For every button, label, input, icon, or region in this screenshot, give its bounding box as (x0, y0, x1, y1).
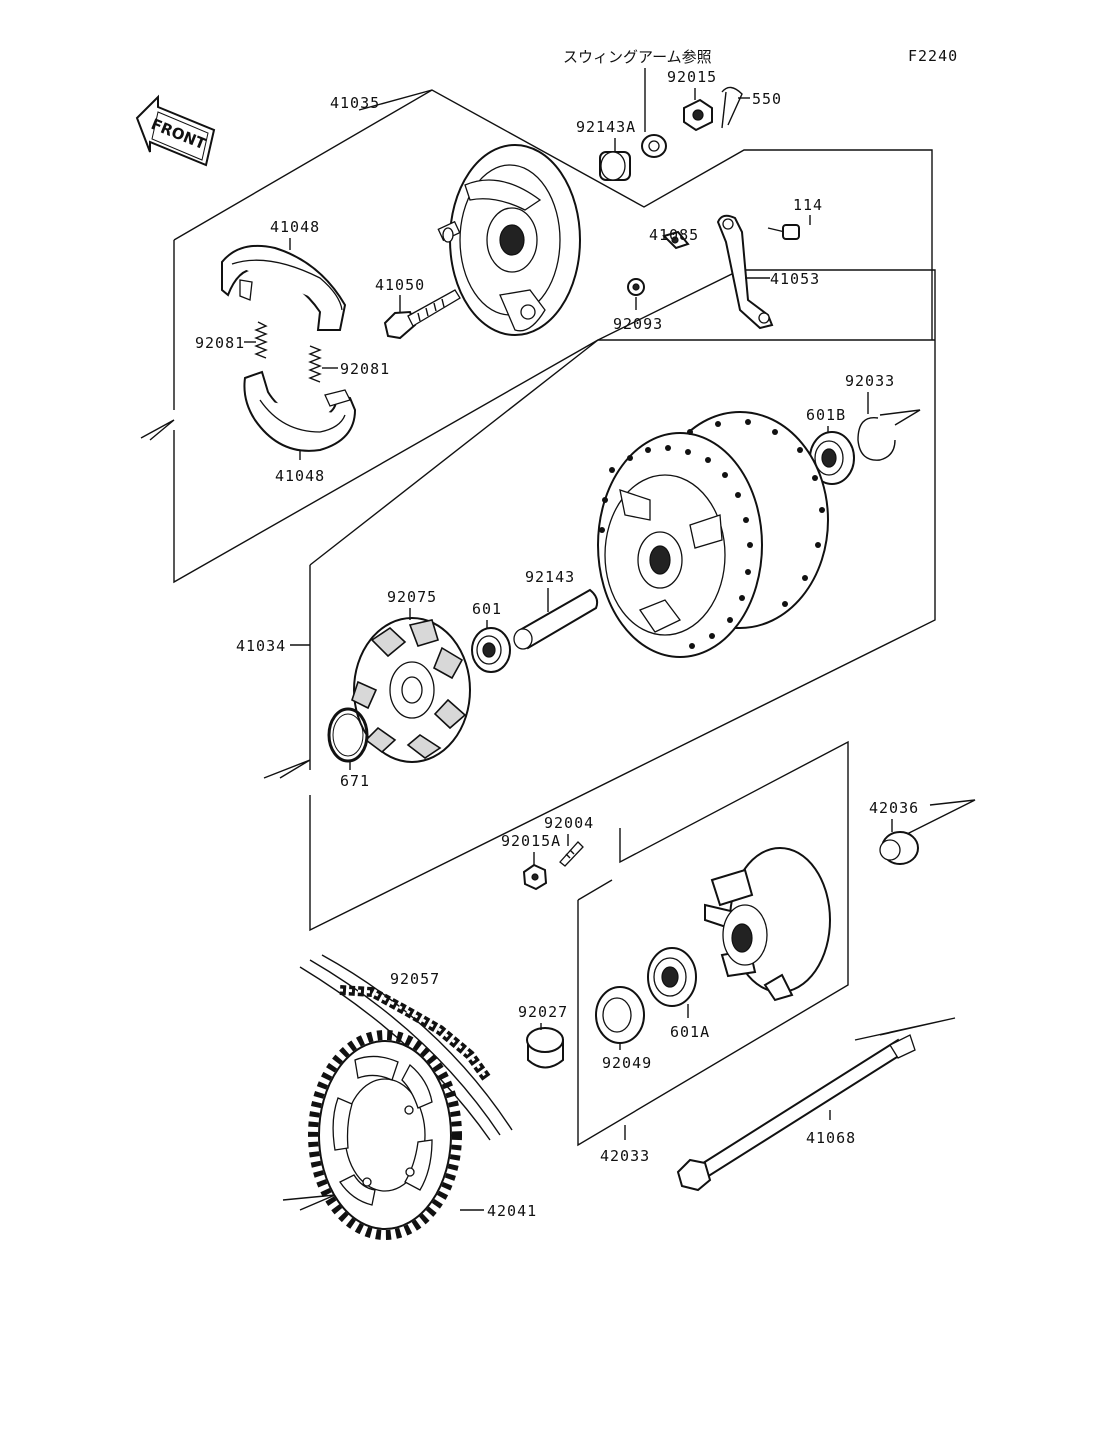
lever-41053 (716, 214, 774, 330)
label-42033: 42033 (600, 1147, 650, 1165)
leader-line (358, 89, 433, 111)
label-92143: 92143 (525, 568, 575, 586)
washer-92093 (627, 278, 645, 296)
oil-seal-92049 (595, 986, 645, 1044)
o-ring-671 (327, 707, 369, 763)
group-outlines (140, 89, 976, 1211)
label-41034: 41034 (236, 637, 286, 655)
figure-id: F2240 (908, 47, 958, 65)
bearing-601A (647, 947, 697, 1007)
front-arrow-icon: FRONT (135, 94, 216, 167)
label-92033: 92033 (845, 372, 895, 390)
label-671: 671 (340, 772, 370, 790)
spacer-92143 (513, 588, 599, 650)
label-41035: 41035 (330, 94, 380, 112)
stud-92004 (559, 841, 584, 867)
label-41050: 41050 (375, 276, 425, 294)
label-41053: 41053 (770, 270, 820, 288)
sprocket-coupling (704, 847, 831, 1002)
label-92075: 92075 (387, 588, 437, 606)
label-601: 601 (472, 600, 502, 618)
label-92015A: 92015A (501, 832, 561, 850)
label-41085: 41085 (649, 226, 699, 244)
label-41048-bottom: 41048 (275, 467, 325, 485)
plate-41085 (662, 230, 690, 250)
cotter-pin-550 (721, 86, 743, 129)
bearing-601B (809, 431, 855, 485)
label-114: 114 (793, 196, 823, 214)
label-92081-right: 92081 (340, 360, 390, 378)
label-601A: 601A (670, 1023, 710, 1041)
label-550: 550 (752, 90, 782, 108)
collar-92143A (599, 151, 631, 181)
washer (641, 134, 667, 158)
collar-92027 (526, 1027, 564, 1069)
swingarm-reference-note: スウィングアーム参照 (563, 48, 712, 66)
brake-panel-41035 (437, 144, 581, 336)
label-42036: 42036 (869, 799, 919, 817)
label-92015: 92015 (667, 68, 717, 86)
label-92057: 92057 (390, 970, 440, 988)
label-92027: 92027 (518, 1003, 568, 1021)
wheel-hub (597, 411, 829, 658)
bearing-601 (471, 627, 511, 673)
cam-shaft-41050 (383, 289, 461, 340)
sprocket-42041 (308, 1030, 462, 1240)
brake-shoe-41048-top (221, 244, 347, 331)
label-92081-left: 92081 (195, 334, 245, 352)
label-41068: 41068 (806, 1129, 856, 1147)
label-601B: 601B (806, 406, 846, 424)
circlip-92033 (857, 416, 896, 461)
label-92143A: 92143A (576, 118, 636, 136)
chain-92057 (299, 954, 513, 1141)
axle-41068 (676, 1034, 916, 1192)
label-92093: 92093 (613, 315, 663, 333)
nut-92015 (683, 98, 713, 132)
bolt-114 (767, 224, 800, 240)
label-92049: 92049 (602, 1054, 652, 1072)
brake-shoe-41048-bottom (243, 370, 357, 452)
collar-42036 (879, 831, 919, 865)
spring-92081-left (254, 321, 268, 359)
damper-92075 (351, 617, 471, 763)
spring-92081-right (308, 345, 322, 383)
label-92004: 92004 (544, 814, 594, 832)
label-41048-top: 41048 (270, 218, 320, 236)
nut-92015A (522, 863, 548, 891)
label-42041: 42041 (487, 1202, 537, 1220)
